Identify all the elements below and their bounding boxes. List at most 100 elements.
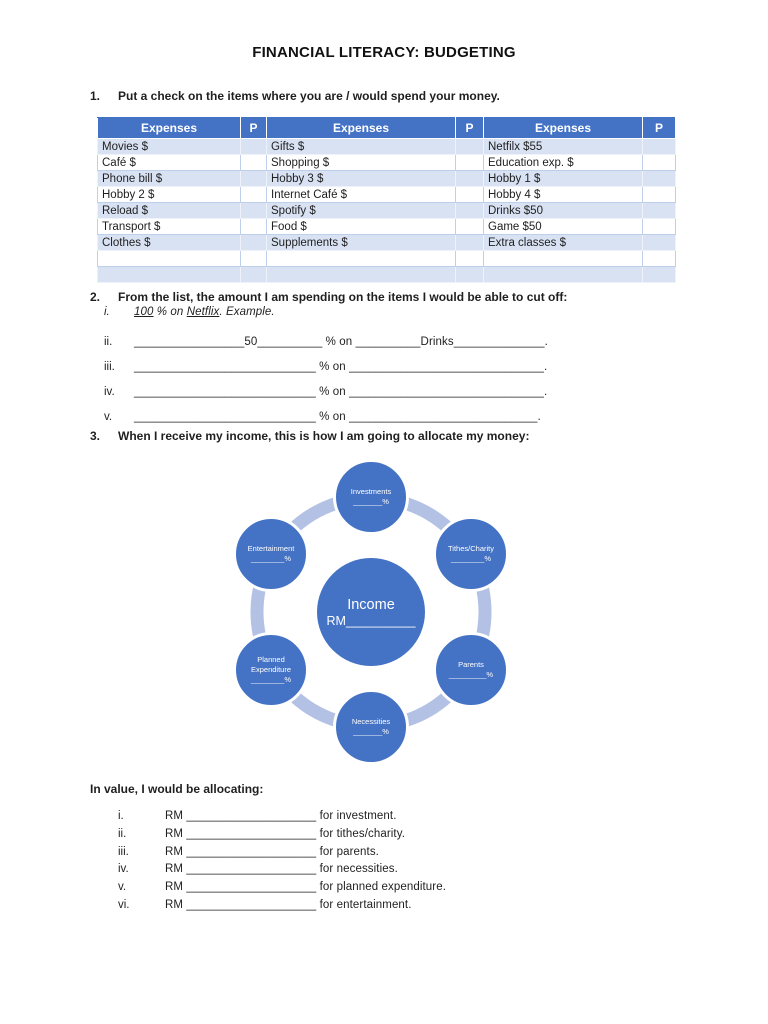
allocation-row: v. RM ____________________ for planned e… xyxy=(118,879,446,897)
allocation-blank-line[interactable]: RM ____________________ for tithes/chari… xyxy=(165,827,405,840)
expense-cell: Shopping $ xyxy=(266,154,456,171)
question-3-number: 3. xyxy=(90,429,101,443)
table-row: Transport $ Food $ Game $50 xyxy=(97,218,676,235)
check-cell[interactable] xyxy=(642,218,676,235)
question-2-prompt: From the list, the amount I am spending … xyxy=(118,290,568,304)
example-amount: 100 xyxy=(134,306,154,318)
page-title: FINANCIAL LITERACY: BUDGETING xyxy=(252,44,516,61)
check-cell[interactable] xyxy=(240,202,267,219)
expense-cell: Food $ xyxy=(266,218,456,235)
expense-cell xyxy=(483,250,643,267)
check-cell[interactable] xyxy=(455,170,484,187)
roman-numeral: i. xyxy=(104,306,110,318)
cutoff-blank-line[interactable]: ____________________________ % on ______… xyxy=(134,411,541,423)
roman-numeral: vi. xyxy=(118,898,130,911)
allocation-blank-line[interactable]: RM ____________________ for necessities. xyxy=(165,863,398,876)
question-1-heading: 1. Put a check on the items where you are… xyxy=(90,89,500,103)
node-label: Entertainment xyxy=(247,543,295,553)
cutoff-blank-line[interactable]: ____________________________ % on ______… xyxy=(134,386,548,398)
node-label: Necessities xyxy=(351,716,391,726)
check-cell[interactable] xyxy=(642,234,676,251)
cutoff-list: i. 100 % on Netflix. Example. ii. ______… xyxy=(104,304,548,434)
check-cell[interactable] xyxy=(240,234,267,251)
check-cell[interactable] xyxy=(455,186,484,203)
check-cell[interactable] xyxy=(240,138,267,155)
roman-numeral: i. xyxy=(118,810,124,822)
node-percent-blank: ________% xyxy=(450,554,492,563)
expense-cell xyxy=(266,266,456,283)
check-cell[interactable] xyxy=(455,234,484,251)
col-header-expenses-3: Expenses xyxy=(483,117,643,139)
table-row: Clothes $ Supplements $ Extra classes $ xyxy=(97,234,676,251)
node-percent-blank: ________% xyxy=(250,675,292,685)
example-item: Netflix xyxy=(186,306,220,318)
node-label: Parents xyxy=(458,659,484,669)
question-3-prompt: When I receive my income, this is how I … xyxy=(118,429,530,443)
allocation-heading: In value, I would be allocating: xyxy=(90,782,264,796)
expense-cell xyxy=(483,266,643,283)
expense-cell: Extra classes $ xyxy=(483,234,643,251)
question-1-prompt: Put a check on the items where you are /… xyxy=(118,89,500,103)
expenses-table-header-row: Expenses P Expenses P Expenses P xyxy=(97,117,676,139)
check-cell[interactable] xyxy=(455,218,484,235)
cutoff-blank-line[interactable]: _________________50__________ % on _____… xyxy=(134,336,548,348)
allocation-blank-line[interactable]: RM ____________________ for investment. xyxy=(165,810,397,822)
expense-cell: Hobby 2 $ xyxy=(97,186,241,203)
expense-cell: Hobby 3 $ xyxy=(266,170,456,187)
diagram-node-parents: Parents _________% xyxy=(433,632,509,708)
expense-cell: Movies $ xyxy=(97,138,241,155)
check-cell[interactable] xyxy=(642,202,676,219)
allocation-blank-line[interactable]: RM ____________________ for parents. xyxy=(165,845,379,858)
check-cell[interactable] xyxy=(642,154,676,171)
expense-cell: Game $50 xyxy=(483,218,643,235)
diagram-node-tithes-charity: Tithes/Charity ________% xyxy=(433,516,509,592)
check-cell[interactable] xyxy=(455,138,484,155)
table-row: Phone bill $ Hobby 3 $ Hobby 1 $ xyxy=(97,170,676,187)
check-cell[interactable] xyxy=(455,266,484,283)
check-cell[interactable] xyxy=(642,186,676,203)
cutoff-blank-line[interactable]: ____________________________ % on ______… xyxy=(134,361,548,373)
expense-cell: Clothes $ xyxy=(97,234,241,251)
allocation-blank-line[interactable]: RM ____________________ for entertainmen… xyxy=(165,898,412,911)
income-allocation-diagram: Investments _______% Tithes/Charity ____… xyxy=(0,450,768,780)
table-row xyxy=(97,250,676,267)
check-cell[interactable] xyxy=(642,138,676,155)
check-cell[interactable] xyxy=(240,154,267,171)
question-1-number: 1. xyxy=(90,89,101,103)
col-header-expenses-2: Expenses xyxy=(266,117,456,139)
expense-cell xyxy=(97,266,241,283)
check-cell[interactable] xyxy=(455,202,484,219)
question-2-heading: 2. From the list, the amount I am spendin… xyxy=(90,290,567,304)
check-cell[interactable] xyxy=(240,250,267,267)
roman-numeral: iii. xyxy=(104,361,115,373)
node-percent-blank: _______% xyxy=(353,727,389,736)
node-percent-blank: _________% xyxy=(448,670,494,679)
col-header-expenses-1: Expenses xyxy=(97,117,241,139)
expense-cell: Internet Café $ xyxy=(266,186,456,203)
table-row xyxy=(97,266,676,283)
table-row: Reload $ Spotify $ Drinks $50 xyxy=(97,202,676,219)
allocation-row: ii. RM ____________________ for tithes/c… xyxy=(118,826,446,844)
expense-cell: Transport $ xyxy=(97,218,241,235)
check-cell[interactable] xyxy=(455,154,484,171)
check-cell[interactable] xyxy=(240,218,267,235)
check-cell[interactable] xyxy=(240,186,267,203)
roman-numeral: v. xyxy=(118,881,127,894)
diagram-node-necessities: Necessities _______% xyxy=(333,689,409,765)
diagram-node-investments: Investments _______% xyxy=(333,459,409,535)
allocation-row: iv. RM ____________________ for necessit… xyxy=(118,861,446,879)
expenses-table: Expenses P Expenses P Expenses P Movies … xyxy=(97,117,676,283)
roman-numeral: v. xyxy=(104,411,113,423)
check-cell[interactable] xyxy=(240,170,267,187)
check-cell[interactable] xyxy=(642,266,676,283)
check-cell[interactable] xyxy=(455,250,484,267)
allocation-blank-line[interactable]: RM ____________________ for planned expe… xyxy=(165,881,447,894)
check-cell[interactable] xyxy=(240,266,267,283)
check-cell[interactable] xyxy=(642,250,676,267)
node-label: Tithes/Charity xyxy=(448,543,494,553)
check-cell[interactable] xyxy=(642,170,676,187)
income-amount-blank: RM__________ xyxy=(326,613,416,628)
question-2-number: 2. xyxy=(90,290,101,304)
expense-cell xyxy=(266,250,456,267)
table-row: Café $ Shopping $ Education exp. $ xyxy=(97,154,676,171)
